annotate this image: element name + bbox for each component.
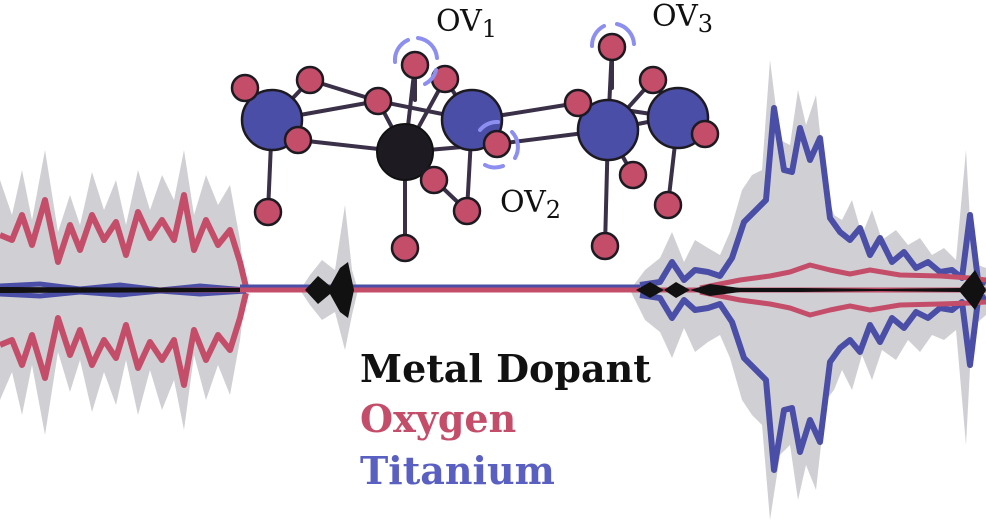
legend: Metal Dopant Oxygen Titanium (360, 346, 651, 493)
vacancy-arc-ov2 (510, 130, 520, 160)
vacancy-arc-ov3 (589, 24, 606, 48)
vacancy-arc-ov1 (392, 38, 410, 64)
oxygen-atom (590, 231, 620, 261)
oxygen-atom (563, 88, 593, 118)
oxygen-atom (295, 65, 325, 95)
oxygen-atom (230, 73, 260, 103)
vacancy-arc-ov2 (483, 163, 505, 170)
oxygen-atom (597, 32, 627, 62)
oxygen-atom (363, 86, 393, 116)
titanium-trace-right-upper (639, 105, 986, 288)
metal-dopant-trace-right (636, 270, 986, 310)
label-ov2: OV2 (500, 185, 561, 224)
oxygen-trace-right-lower (699, 289, 986, 318)
oxygen-atom (638, 65, 668, 95)
oxygen-atom (400, 50, 430, 80)
spectrum-traces (0, 60, 986, 520)
metal-dopant-spike-middle (305, 262, 354, 318)
legend-titanium: Titanium (360, 448, 555, 493)
vacancy-arc-ov1 (423, 68, 438, 86)
oxygen-trace-left-upper (0, 192, 249, 288)
oxygen-atom (618, 160, 648, 190)
titanium-trace-left (0, 281, 247, 293)
oxygen-atom (390, 233, 420, 263)
oxygen-trace-right-upper (699, 262, 986, 291)
legend-oxygen: Oxygen (360, 396, 516, 441)
metal-dopant-trace-left (0, 287, 240, 293)
vacancy-arc-ov1 (416, 36, 439, 60)
label-ov3: OV3 (652, 0, 713, 38)
oxygen-atom (653, 190, 683, 220)
oxygen-atom (419, 165, 449, 195)
titanium-trace-right-lower (639, 292, 986, 473)
label-ov1: OV1 (436, 4, 497, 43)
oxygen-atom (452, 196, 482, 226)
titanium-atom (576, 98, 640, 162)
oxygen-atom (482, 129, 512, 159)
molecule-structure (230, 22, 720, 263)
oxygen-atoms (230, 32, 720, 263)
legend-metal-dopant: Metal Dopant (360, 346, 651, 391)
oxygen-atom (690, 119, 720, 149)
oxygen-trace-left-lower (0, 292, 249, 388)
titanium-trace-left-lower (0, 288, 247, 299)
metal-dopant-atom (376, 123, 434, 181)
vacancy-arc-ov2 (478, 120, 500, 132)
vacancy-arcs (392, 22, 636, 170)
oxygen-atom (253, 197, 283, 227)
vacancy-arc-ov3 (615, 22, 636, 46)
oxygen-atom (283, 125, 313, 155)
